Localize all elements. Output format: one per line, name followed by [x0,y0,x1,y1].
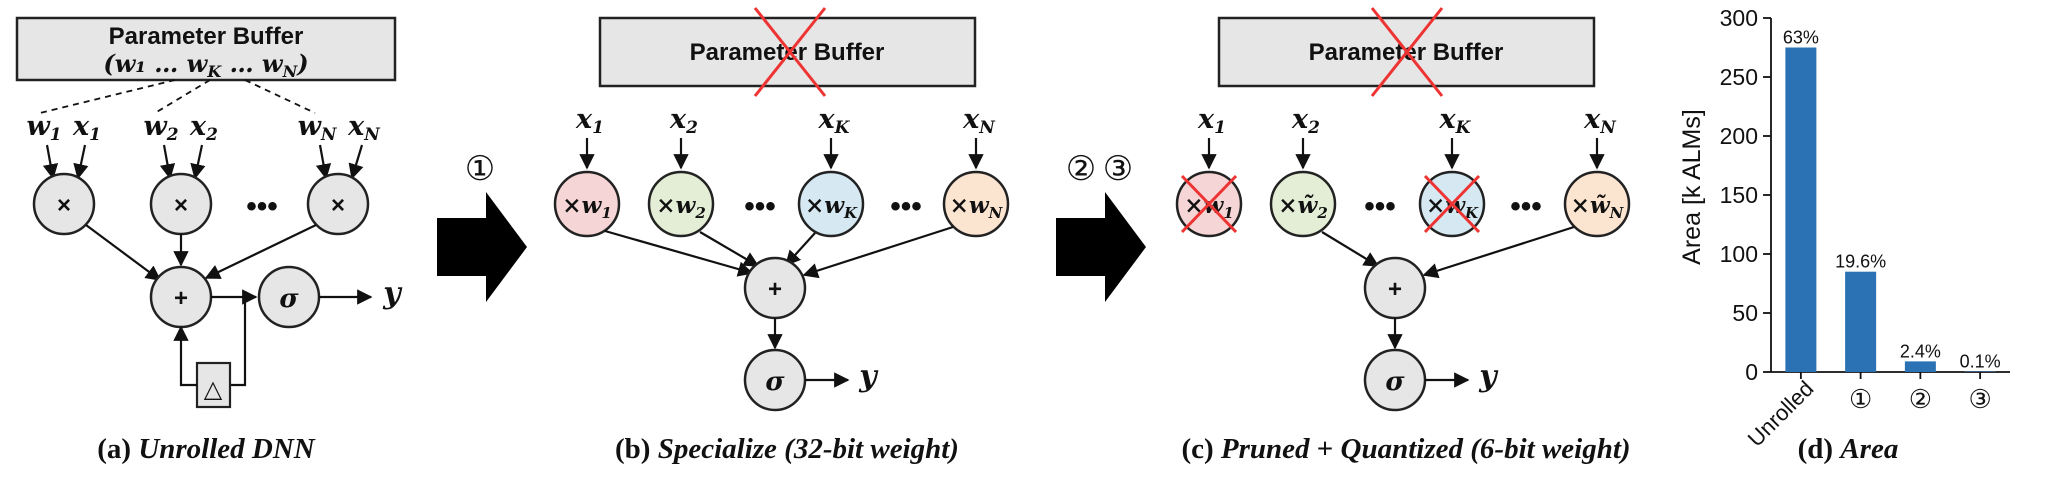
adder-symbol: + [1388,276,1402,303]
step-arrow-1: ① [437,150,527,302]
bar-3 [1904,361,1936,372]
multiplier-symbol: × [331,192,345,219]
input-xN: xN [347,111,381,145]
input-xN: xN [1583,104,1617,138]
ellipsis: ••• [1510,190,1542,223]
step-arrow-2-3: ② ③ [1056,150,1146,302]
sigma-symbol: σ [279,284,299,314]
adder-symbol: + [768,276,782,303]
weight-node-N [942,170,1010,238]
weight-node-2 [647,170,715,238]
multiplier-node-N [306,172,370,236]
input-xN: xN [962,104,996,138]
parameter-buffer-box [15,16,397,82]
svg-text:×wN: ×wN [950,192,1004,222]
ellipsis: ••• [890,190,922,223]
input-xK: xK [1439,104,1472,138]
x-tick-label: ② [1909,384,1932,414]
parameter-buffer-box [598,16,977,88]
input-x1: x1 [72,111,101,145]
panel-c: Parameter Buffer x1 x2 xK xN ×w1 ×w̃2 ×w… [1175,7,1631,465]
bar-data-label: 19.6% [1835,252,1886,272]
y-axis-label: Area [k ALMs] [1678,109,1706,265]
input-w2: w2 [143,111,178,145]
y-tick-label: 150 [1720,182,1758,208]
x-tick-label: ③ [1968,384,1991,414]
big-arrow-icon [1056,192,1146,302]
multiplier-symbol: × [57,192,71,219]
bar-data-label: 63% [1783,28,1819,48]
step-1-label: ① [465,150,495,188]
y-tick-label: 200 [1720,123,1758,149]
delay-symbol: △ [204,376,223,403]
svg-text:×w2: ×w2 [656,192,706,222]
svg-text:×w̃2: ×w̃2 [1278,192,1328,222]
x-tick-label: ① [1849,384,1872,414]
input-x2: x2 [669,104,698,138]
ellipsis: ••• [1364,190,1396,223]
output-y: y [1478,359,1499,394]
sigma-symbol: σ [1385,367,1405,397]
step-3-label: ③ [1103,150,1133,188]
y-tick-label: 50 [1732,300,1758,326]
bar-1 [1785,47,1817,372]
svg-text:×w̃N: ×w̃N [1571,192,1625,222]
caption-d: (d) Area [1798,433,1899,465]
sigma-symbol: σ [765,367,785,397]
parameter-buffer-title: Parameter Buffer [109,23,304,50]
svg-text:×wK: ×wK [805,192,858,222]
output-y: y [858,359,879,394]
y-tick-label: 300 [1720,5,1758,31]
ellipsis: ••• [744,190,776,223]
adder-symbol: + [174,285,188,312]
input-wN: wN [298,111,338,145]
caption-c: (c) Pruned + Quantized (6-bit weight) [1181,433,1630,465]
input-x1: x1 [575,104,604,138]
caption-b: (b) Specialize (32-bit weight) [615,433,959,465]
weight-node-1 [553,170,621,238]
input-w1: w1 [26,111,61,145]
step-2-label: ② [1066,150,1096,188]
y-tick-label: 250 [1720,64,1758,90]
bar-data-label: 0.1% [1960,352,2001,372]
y-tick-label: 100 [1720,241,1758,267]
caption-a: (a) Unrolled DNN [97,433,316,465]
input-xK: xK [818,104,851,138]
bar-data-label: 2.4% [1900,341,1941,361]
quantized-node-2 [1269,170,1337,238]
input-x2: x2 [1291,104,1320,138]
bar-2 [1845,271,1877,372]
svg-text:×w1: ×w1 [562,192,612,222]
panel-a: Parameter Buffer (w₁ … wK … wN) w1 x1 w2… [15,16,403,465]
y-tick-label: 0 [1745,359,1758,385]
area-bar-chart: Area [k ALMs] (d) Area 0 50 100 150 200 250 30… [1678,5,2010,465]
panel-b: Parameter Buffer x1 x2 xK xN ×w1 ×w2 ×wK… [553,7,1010,465]
weight-node-K [797,170,865,238]
parameter-buffer-title: Parameter Buffer [690,39,885,66]
multiplier-symbol: × [174,192,188,219]
multiplier-node-1 [32,172,96,236]
ellipsis: ••• [246,190,278,223]
quantized-node-N [1563,170,1631,238]
accumulator-register [195,361,232,409]
parameter-list: (w₁ … wK … wN) [103,49,308,81]
big-arrow-icon [437,192,527,302]
input-x1: x1 [1197,104,1226,138]
output-y: y [382,276,403,311]
input-x2: x2 [189,111,218,145]
